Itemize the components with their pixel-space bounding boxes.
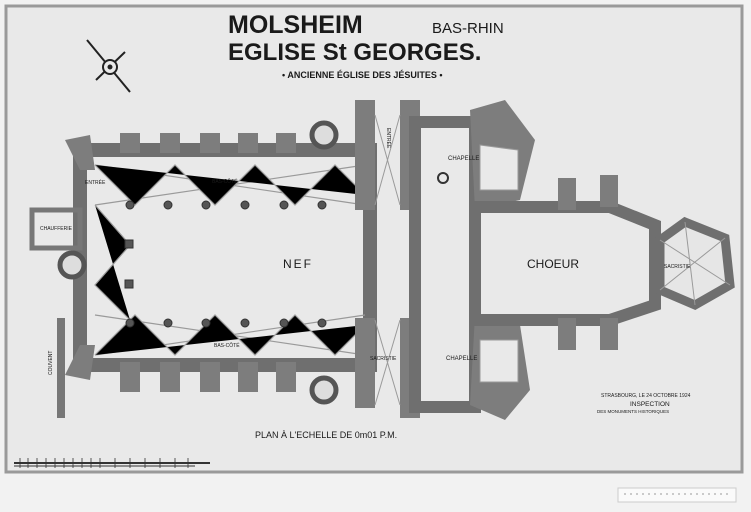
- label-entree-west: ENTRÉE: [85, 179, 106, 186]
- archive-ruler: [617, 487, 737, 503]
- label-nef: NEF: [283, 257, 313, 271]
- label-chapelle-south: CHAPELLE: [446, 356, 477, 362]
- label-chapelle-north: CHAPELLE: [448, 156, 479, 162]
- compass-icon: [86, 39, 131, 93]
- label-sacristie-south: SACRISTIE: [370, 356, 397, 362]
- label-entree-north: ENTRÉE: [385, 128, 392, 149]
- title-region: BAS-RHIN: [432, 20, 504, 37]
- label-couvent: COUVENT: [48, 351, 54, 375]
- title-church: EGLISE St GEORGES.: [228, 39, 481, 66]
- label-bas-cote-north: BAS-CÔTÉ: [212, 178, 238, 185]
- signature-office: INSPECTION: [630, 401, 670, 408]
- title-subtitle: • ANCIENNE ÉGLISE DES JÉSUITES •: [282, 70, 443, 80]
- label-sacristie-east: SACRISTIE: [664, 264, 691, 270]
- title-town: MOLSHEIM: [228, 11, 363, 39]
- label-choeur: CHOEUR: [527, 257, 579, 271]
- scale-caption: PLAN À L'ECHELLE DE 0m01 P.M.: [255, 430, 397, 440]
- signature-office-sub: DES MONUMENTS HISTORIQUES: [597, 409, 669, 414]
- label-bas-cote-south: BAS-CÔTÉ: [214, 342, 240, 349]
- label-chaufferie: CHAUFFERIE: [40, 226, 73, 232]
- floor-plan: [29, 100, 735, 420]
- scale-bar: [14, 458, 210, 468]
- signature-place-date: STRASBOURG, LE 24 OCTOBRE 1924: [601, 393, 691, 399]
